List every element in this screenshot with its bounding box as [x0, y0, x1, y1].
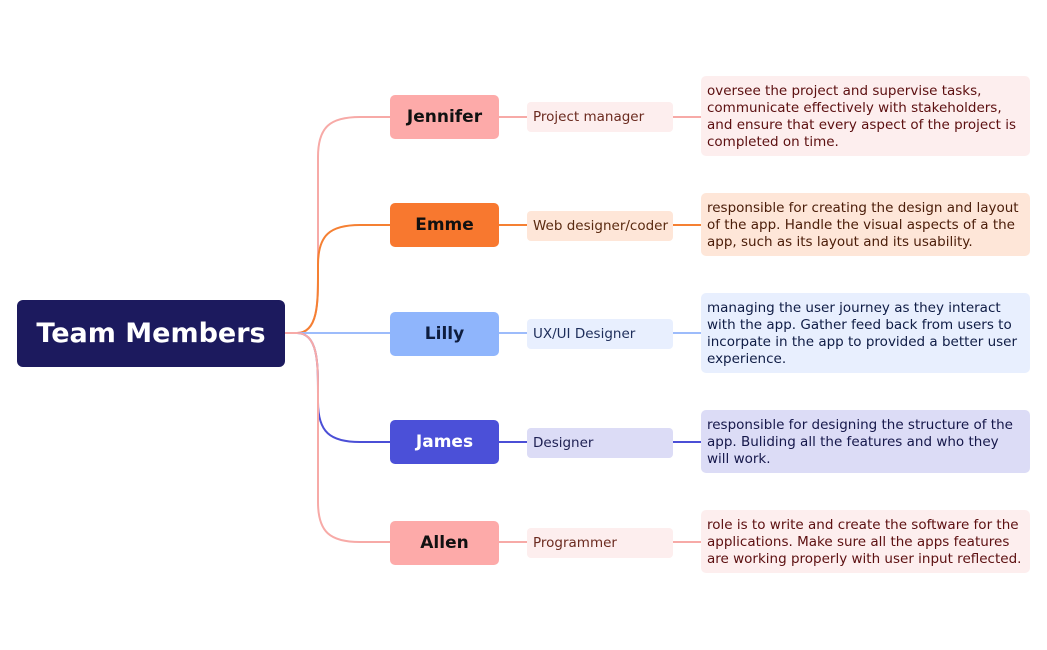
member-node-james[interactable]: James [390, 420, 499, 464]
role-node-allen[interactable]: Programmer [527, 528, 673, 558]
member-node-emme[interactable]: Emme [390, 203, 499, 247]
role-node-james[interactable]: Designer [527, 428, 673, 458]
description-node-emme[interactable]: responsible for creating the design and … [701, 193, 1030, 256]
member-node-allen[interactable]: Allen [390, 521, 499, 565]
role-node-lilly[interactable]: UX/UI Designer [527, 319, 673, 349]
role-node-jennifer[interactable]: Project manager [527, 102, 673, 132]
member-node-jennifer[interactable]: Jennifer [390, 95, 499, 139]
member-node-lilly[interactable]: Lilly [390, 312, 499, 356]
role-node-emme[interactable]: Web designer/coder [527, 211, 673, 241]
branch-line-allen [285, 332, 390, 543]
branch-line-emme [285, 224, 390, 334]
root-node-team-members[interactable]: Team Members [17, 300, 285, 367]
description-node-lilly[interactable]: managing the user journey as they intera… [701, 293, 1030, 373]
description-node-jennifer[interactable]: oversee the project and supervise tasks,… [701, 76, 1030, 156]
description-node-allen[interactable]: role is to write and create the software… [701, 510, 1030, 573]
branch-line-james [285, 332, 390, 443]
description-node-james[interactable]: responsible for designing the structure … [701, 410, 1030, 473]
